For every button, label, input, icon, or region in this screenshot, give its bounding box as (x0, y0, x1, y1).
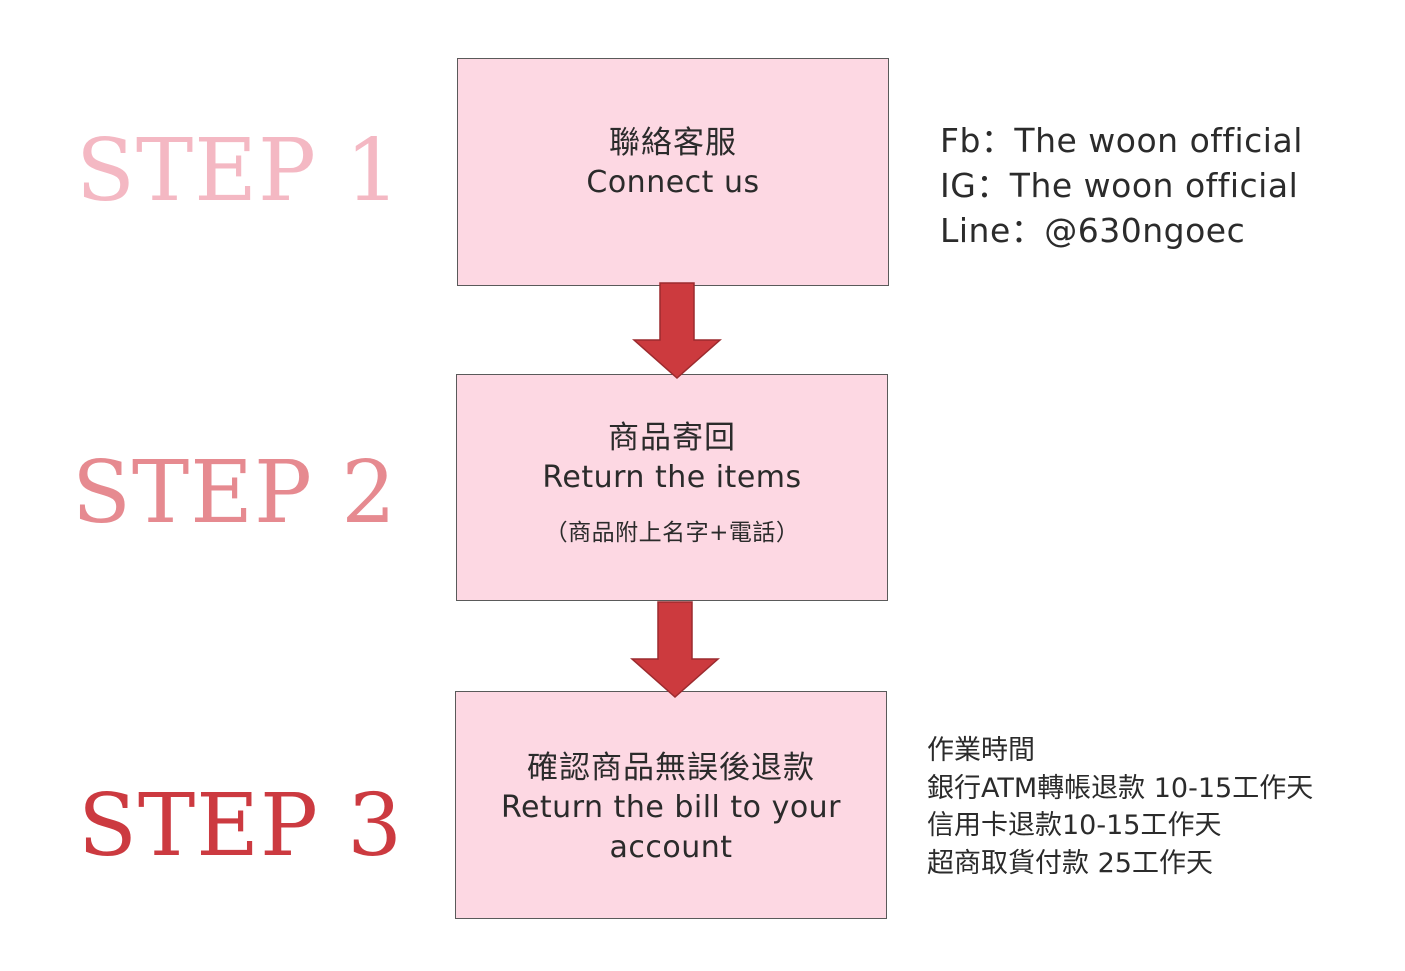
step-1-box: 聯絡客服 Connect us (457, 58, 889, 286)
processing-time-heading: 作業時間 (927, 735, 1035, 766)
processing-time-atm: 銀行ATM轉帳退款 10-15工作天 (927, 772, 1314, 804)
processing-time-credit-card: 信用卡退款10-15工作天 (927, 810, 1222, 841)
step-3-title-cn: 確認商品無誤後退款 (527, 750, 815, 786)
contact-line: Line：@630ngoec (940, 211, 1246, 250)
step-2-box: 商品寄回 Return the items （商品附上名字+電話） (456, 374, 888, 601)
processing-time-cod: 超商取貨付款 25工作天 (927, 847, 1213, 879)
step-2-note: （商品附上名字+電話） (544, 519, 800, 546)
step-2-label: STEP 2 (72, 443, 397, 543)
arrow-down-icon (630, 601, 720, 699)
step-1-title-cn: 聯絡客服 (609, 125, 737, 161)
processing-time-info: 作業時間 銀行ATM轉帳退款 10-15工作天 信用卡退款10-15工作天 超商… (927, 732, 1313, 882)
step-1-title-en: Connect us (586, 165, 760, 200)
contact-instagram: IG：The woon official (940, 166, 1299, 205)
step-1-label: STEP 1 (76, 121, 401, 221)
contact-info: Fb：The woon official IG：The woon officia… (940, 118, 1303, 253)
step-3-box: 確認商品無誤後退款 Return the bill to your accoun… (455, 691, 887, 919)
step-3-label: STEP 3 (78, 776, 403, 876)
arrow-down-icon (632, 282, 722, 380)
step-2-title-en: Return the items (542, 459, 802, 495)
contact-facebook: Fb：The woon official (940, 121, 1303, 160)
step-3-title-en: Return the bill to your account (500, 790, 842, 865)
step-2-title-cn: 商品寄回 (608, 419, 736, 456)
